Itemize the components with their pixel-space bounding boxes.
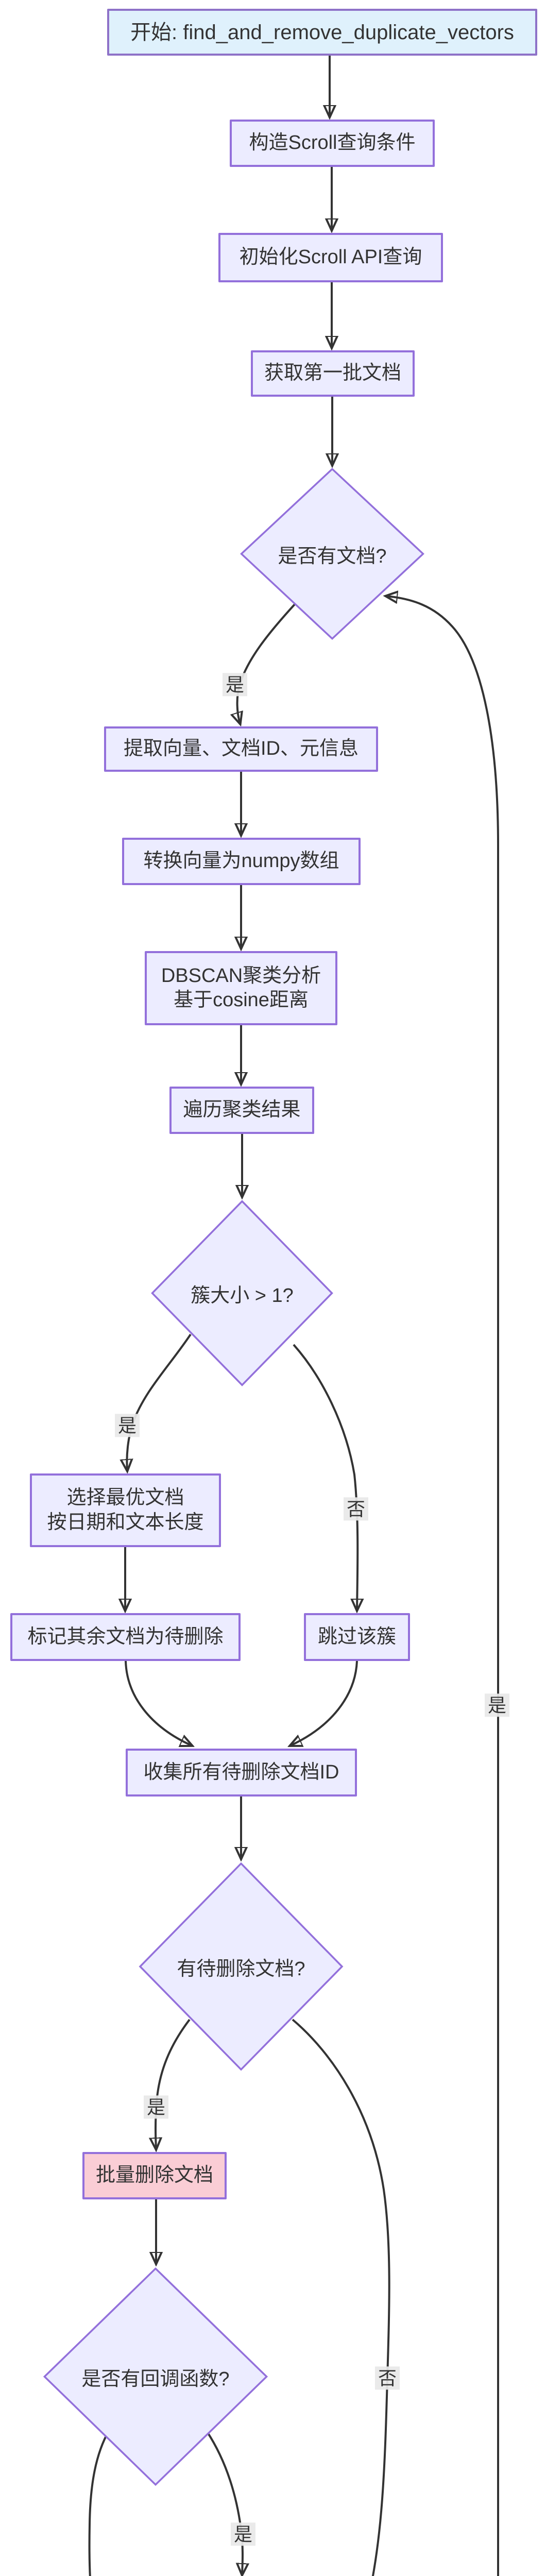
edge-skip-to-collect [291, 1660, 358, 1745]
node-fetch-first: 获取第一批文档 [251, 350, 415, 397]
node-extract: 提取向量、文档ID、元信息 [104, 726, 378, 772]
edge-label-yes-has-docs: 是 [222, 673, 248, 697]
edge-callback-yes-to-run-callback [206, 2431, 243, 2574]
edge-label-no-cluster: 否 [343, 1497, 369, 1521]
node-collect-ids: 收集所有待删除文档ID [126, 1749, 357, 1797]
edge-pending-no-to-continue [292, 2019, 390, 2576]
node-skip-cluster: 跳过该簇 [304, 1613, 410, 1661]
edge-label-yes-pending: 是 [143, 2095, 169, 2119]
decision-has-callback: 是否有回调函数? [42, 2266, 269, 2487]
decision-has-docs: 是否有文档? [240, 467, 425, 640]
edge-callback-no-to-continue [88, 2430, 110, 2576]
edge-label-yes-has-more-loop: 是 [484, 1693, 510, 1717]
edge-cluster-no-to-skip [293, 1344, 357, 1610]
diamond-shape [42, 2266, 269, 2487]
node-build-query: 构造Scroll查询条件 [230, 120, 435, 167]
diamond-shape [138, 1861, 344, 2072]
edge-mark-rest-to-collect [125, 1660, 192, 1745]
decision-cluster-gt1: 簇大小 > 1? [150, 1199, 334, 1387]
edge-label-yes-callback: 是 [230, 2522, 256, 2546]
node-dbscan: DBSCAN聚类分析 基于cosine距离 [145, 951, 337, 1025]
diamond-shape [150, 1199, 334, 1387]
edge-has-more-yes-loop-to-has-docs [386, 596, 499, 2576]
node-batch-delete: 批量删除文档 [82, 2152, 227, 2199]
edge-label-yes-cluster: 是 [114, 1414, 140, 1437]
node-pick-best: 选择最优文档 按日期和文本长度 [30, 1473, 221, 1547]
node-start: 开始: find_and_remove_duplicate_vectors [107, 9, 537, 56]
diamond-shape [240, 467, 425, 640]
edge-label-no-pending: 否 [374, 2366, 400, 2390]
decision-has-pending: 有待删除文档? [138, 1861, 344, 2072]
edge-cluster-yes-to-pick-best [127, 1333, 192, 1470]
node-mark-rest: 标记其余文档为待删除 [10, 1613, 241, 1661]
node-iterate: 遍历聚类结果 [169, 1087, 314, 1134]
edge-pending-yes-to-batch-delete [156, 2019, 191, 2149]
node-init-scroll: 初始化Scroll API查询 [218, 233, 443, 282]
node-to-numpy: 转换向量为numpy数组 [122, 838, 361, 885]
